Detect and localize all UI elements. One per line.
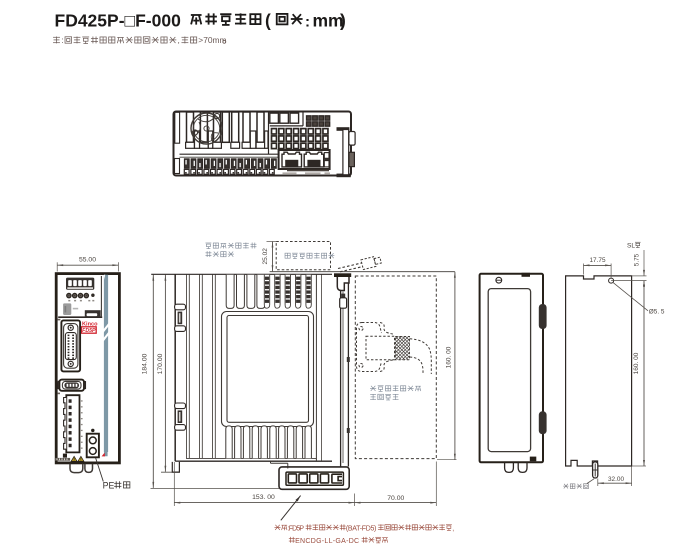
svg-text::FD5P: :FD5P [288,526,305,533]
svg-text:32.00: 32.00 [608,476,624,483]
svg-text:Kinco: Kinco [82,322,98,328]
svg-text:153. 00: 153. 00 [252,494,275,501]
svg-text:170.00: 170.00 [157,353,164,374]
svg-text:160. 00: 160. 00 [446,346,453,368]
svg-text:>70mm: >70mm [198,35,226,45]
svg-text:5.75: 5.75 [633,253,640,266]
svg-text:FD425P-□F-000: FD425P-□F-000 [55,11,182,31]
svg-text:17.75: 17.75 [590,257,606,264]
svg-text:25.02: 25.02 [262,248,269,265]
svg-text:mm: mm [313,11,344,31]
svg-text:Ø5. 5: Ø5. 5 [649,308,665,315]
svg-text:): ) [340,11,346,31]
svg-text:FD5P: FD5P [82,328,96,334]
svg-text:160. 00: 160. 00 [633,352,640,374]
svg-text:PE: PE [103,481,115,491]
svg-text:SL: SL [627,243,635,250]
svg-text:ENCDG-LL-GA-DC: ENCDG-LL-GA-DC [295,538,359,545]
svg-text:55.00: 55.00 [79,256,96,263]
svg-text:(BAT-FD5): (BAT-FD5) [346,526,377,533]
svg-text:,: , [452,526,454,533]
svg-text::: : [61,35,63,45]
svg-text::: : [305,14,310,31]
svg-text:184.00: 184.00 [142,353,149,374]
svg-text:70.00: 70.00 [387,495,404,502]
svg-text:,: , [178,35,180,45]
svg-text:(: ( [265,11,271,31]
